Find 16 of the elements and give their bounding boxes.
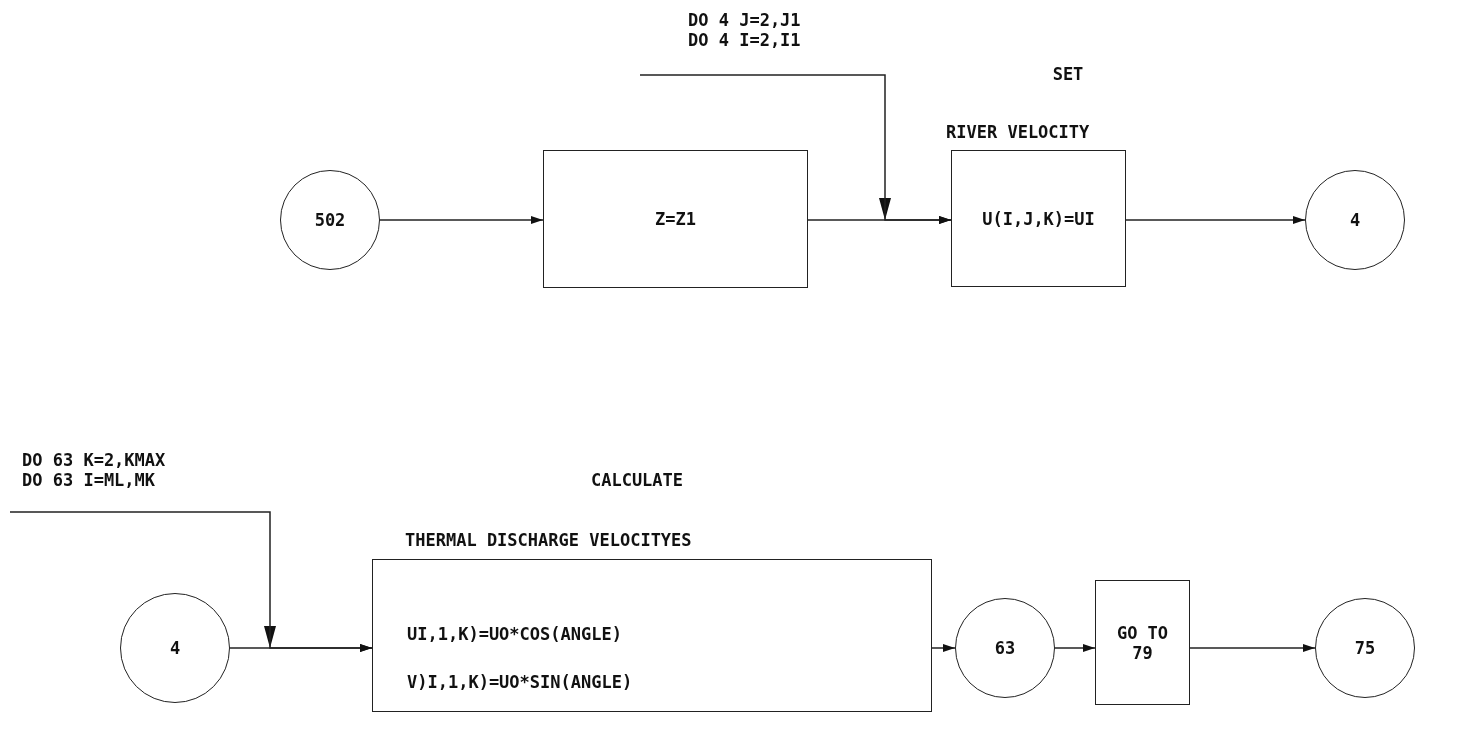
box-heading: THERMAL DISCHARGE VELOCITYES (405, 530, 693, 551)
box-text: V)I,1,K)=UO*SIN(ANGLE) (407, 672, 633, 693)
circle-label: 75 (1354, 638, 1376, 658)
box-text: Z=Z1 (655, 209, 696, 229)
box-text: UI,1,K)=UO*COS(ANGLE) (407, 624, 622, 645)
loop-label: DO 4 J=2,J1 DO 4 I=2,I1 (688, 10, 802, 51)
box-heading: RIVER VELOCITY (946, 122, 1091, 143)
circle-label: 63 (994, 638, 1016, 658)
box-text: GO TO 79 (1115, 622, 1170, 663)
circle-label: 4 (169, 638, 181, 658)
circle-label: 502 (314, 210, 346, 230)
circle-label: 4 (1349, 210, 1361, 230)
box-heading: SET (1051, 64, 1085, 85)
box-heading: CALCULATE (589, 470, 685, 491)
box-text: U(I,J,K)=UI (982, 208, 1095, 229)
loop-label: DO 63 K=2,KMAX DO 63 I=ML,MK (22, 450, 167, 491)
